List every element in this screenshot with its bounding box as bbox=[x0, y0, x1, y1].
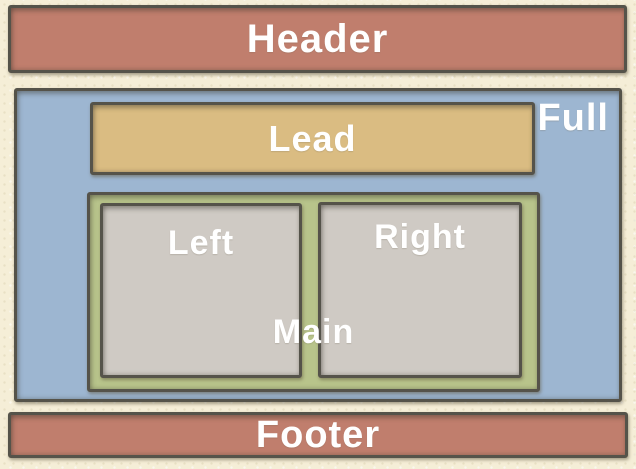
full-region-label: Full bbox=[537, 97, 609, 139]
header-region-label: Header bbox=[246, 17, 389, 61]
lead-region-box: Lead bbox=[90, 102, 535, 175]
right-column-label: Right bbox=[374, 218, 466, 256]
header-region-box: Header bbox=[8, 5, 627, 73]
right-column-box: Right bbox=[318, 202, 522, 378]
main-region-box: Left Right Main bbox=[87, 192, 540, 392]
full-region-box: Full Lead Left Right Main bbox=[14, 88, 622, 402]
lead-region-label: Lead bbox=[268, 117, 357, 159]
footer-region-label: Footer bbox=[255, 414, 381, 456]
main-region-label: Main bbox=[272, 313, 355, 351]
footer-region-box: Footer bbox=[8, 412, 628, 458]
left-column-label: Left bbox=[167, 224, 235, 262]
left-column-box: Left bbox=[100, 203, 302, 378]
